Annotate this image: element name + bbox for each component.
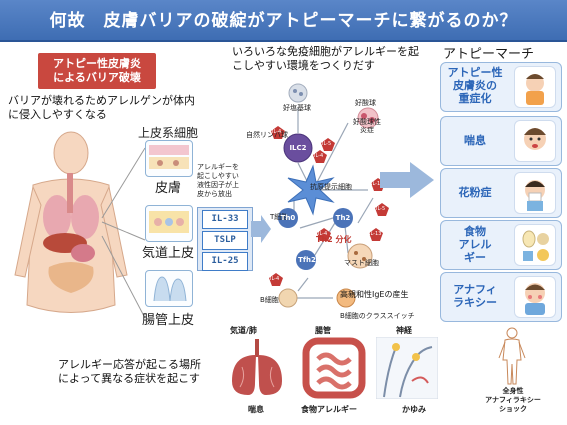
- gut-epithelium-box: [145, 270, 193, 307]
- page-title: 何故 皮膚バリアの破綻がアトピーマーチに繋がるのか？: [49, 11, 518, 31]
- label-ilc: 自然リンパ球: [246, 131, 288, 139]
- march-label-line-2: ラキシー: [453, 296, 497, 309]
- march-label-line-1: 喘息: [464, 134, 486, 147]
- cytokine-arrow: [251, 215, 271, 243]
- center-heading-line-2: こしやすい環境をつくりだす: [232, 59, 375, 72]
- march-item-label: 食物 アレル ギー: [443, 225, 507, 264]
- full-body-outline-icon: [498, 327, 526, 385]
- lungs-label: 気道/肺: [230, 326, 257, 335]
- label-neutrophil-line-1: 好酸球性: [353, 118, 381, 126]
- march-label-line-1: アナフィ: [453, 283, 497, 296]
- release-line-4: 皮から放出: [197, 190, 232, 198]
- march-label-line-1: 食物: [464, 225, 486, 238]
- cytokine-tslp: TSLP: [202, 231, 248, 250]
- march-label-line-2: 皮膚炎の: [453, 79, 497, 92]
- epithelium-title: 上皮系細胞: [138, 126, 199, 140]
- march-item-atopic-dermatitis: アトピー性 皮膚炎の 重症化: [440, 62, 562, 112]
- march-item-anaphylaxis: アナフィ ラキシー: [440, 272, 562, 322]
- release-line-1: アレルギーを: [197, 163, 239, 171]
- march-label-line-3: 重症化: [458, 92, 492, 105]
- tag-il4-c: IL-4: [318, 231, 328, 237]
- shock-caption: 全身性 アナフィラキシー ショック: [475, 387, 551, 414]
- tag-il5-b: IL-5: [376, 206, 386, 212]
- intestine-icon: [302, 337, 366, 399]
- march-label-line-2: アレル: [458, 238, 492, 251]
- shock-line-1: 全身性: [502, 387, 524, 395]
- skin-epithelium-box: [145, 140, 193, 177]
- march-label-line-1: アトピー性: [447, 66, 503, 79]
- tag-il4-d: IL-4: [270, 276, 280, 282]
- cytokine-stack: IL-33 TSLP IL-25: [197, 207, 253, 271]
- march-label-line-3: ギー: [464, 251, 486, 264]
- title-banner: [0, 0, 567, 42]
- skin-label: 皮膚: [155, 181, 182, 196]
- badge-line-1: アトピー性皮膚炎: [53, 57, 141, 70]
- nerve-icon: [376, 337, 438, 399]
- cell-th0: Th0: [280, 214, 296, 222]
- label-bcell: B細胞: [260, 296, 279, 304]
- shock-line-3: ショック: [499, 405, 527, 413]
- bottom-left-text: アレルギー応答が起こる場所 によって異なる症状を起こす: [58, 358, 238, 386]
- intro-line-2: に侵入しやすくなる: [8, 108, 107, 121]
- label-dendritic: 抗原提示細胞: [310, 183, 352, 191]
- intro-line-1: バリアが壊れるためアレルゲンが体内: [8, 94, 195, 107]
- march-heading: アトピーマーチ: [443, 47, 535, 62]
- sneezing-person-icon: [514, 172, 556, 214]
- body-connector-lines: [101, 147, 146, 319]
- lungs-symptom: 喘息: [248, 405, 264, 414]
- center-heading: いろいろな免疫細胞がアレルギーを起 こしやすい環境をつくりだす: [232, 45, 452, 73]
- release-line-2: 起こしやすい: [197, 172, 239, 180]
- march-item-label: アナフィ ラキシー: [443, 283, 507, 309]
- lungs-icon: [232, 339, 282, 395]
- bottom-line-2: によって異なる症状を起こす: [58, 372, 200, 385]
- sick-child-icon: [514, 276, 556, 318]
- center-heading-line-1: いろいろな免疫細胞がアレルギーを起: [232, 45, 419, 58]
- nerve-label: 神経: [396, 326, 412, 335]
- cytokine-il25: IL-25: [202, 252, 248, 271]
- release-line-3: 液性因子が上: [197, 181, 239, 189]
- cytokine-il33: IL-33: [202, 210, 248, 229]
- human-body-illustration: [14, 131, 128, 313]
- label-eosinophil: 好酸球: [355, 99, 376, 107]
- label-mast: マスト細胞: [344, 259, 379, 267]
- itchy-child-icon: [514, 66, 556, 108]
- tag-il13-a: IL-13: [371, 181, 384, 187]
- label-class-switch: B細胞のクラススイッチ: [340, 312, 415, 320]
- march-label-line-1: 花粉症: [458, 186, 492, 199]
- march-arrow: [380, 162, 434, 198]
- barrier-badge: アトピー性皮膚炎 によるバリア破壊: [38, 53, 156, 89]
- food-items-icon: [514, 224, 556, 266]
- label-neutrophil-line-2: 炎症: [360, 126, 374, 134]
- gut-label: 腸管上皮: [142, 313, 195, 328]
- tag-il13-b: IL-13: [369, 231, 382, 237]
- label-ige: 高親和性IgEの産生: [340, 290, 409, 299]
- intro-text: バリアが壊れるためアレルゲンが体内 に侵入しやすくなる: [8, 94, 223, 122]
- label-neutrophil: 好酸球性 炎症: [353, 118, 381, 134]
- tag-il4-b: IL-4: [314, 153, 324, 159]
- march-item-hay-fever: 花粉症: [440, 168, 562, 218]
- gut-symptom: 食物アレルギー: [301, 405, 357, 414]
- badge-line-2: によるバリア破壊: [53, 71, 141, 84]
- march-item-label: 花粉症: [443, 186, 507, 199]
- gut-organ-label: 腸管: [315, 326, 331, 335]
- cell-ilc2: ILC2: [289, 144, 307, 152]
- airway-epithelium-box: [145, 205, 193, 242]
- shock-line-2: アナフィラキシー: [485, 396, 541, 404]
- march-item-asthma: 喘息: [440, 116, 562, 166]
- tag-il5-a: IL-5: [322, 141, 332, 147]
- march-item-food-allergy: 食物 アレル ギー: [440, 220, 562, 270]
- label-tcell: T細胞: [270, 213, 289, 221]
- label-basophil: 好塩基球: [283, 104, 311, 112]
- cell-tfh2: Tfh2: [298, 256, 316, 264]
- tag-il4-a: IL-4: [272, 129, 282, 135]
- nerve-symptom: かゆみ: [402, 405, 426, 414]
- cell-th2: Th2: [335, 214, 351, 222]
- march-item-label: 喘息: [443, 134, 507, 147]
- march-item-label: アトピー性 皮膚炎の 重症化: [443, 66, 507, 105]
- coughing-child-icon: [514, 120, 556, 162]
- release-text: アレルギーを 起こしやすい 液性因子が上 皮から放出: [197, 163, 262, 199]
- bottom-line-1: アレルギー応答が起こる場所: [58, 358, 201, 371]
- label-th2-diff: Th2 分化: [316, 235, 352, 244]
- airway-label: 気道上皮: [142, 246, 195, 261]
